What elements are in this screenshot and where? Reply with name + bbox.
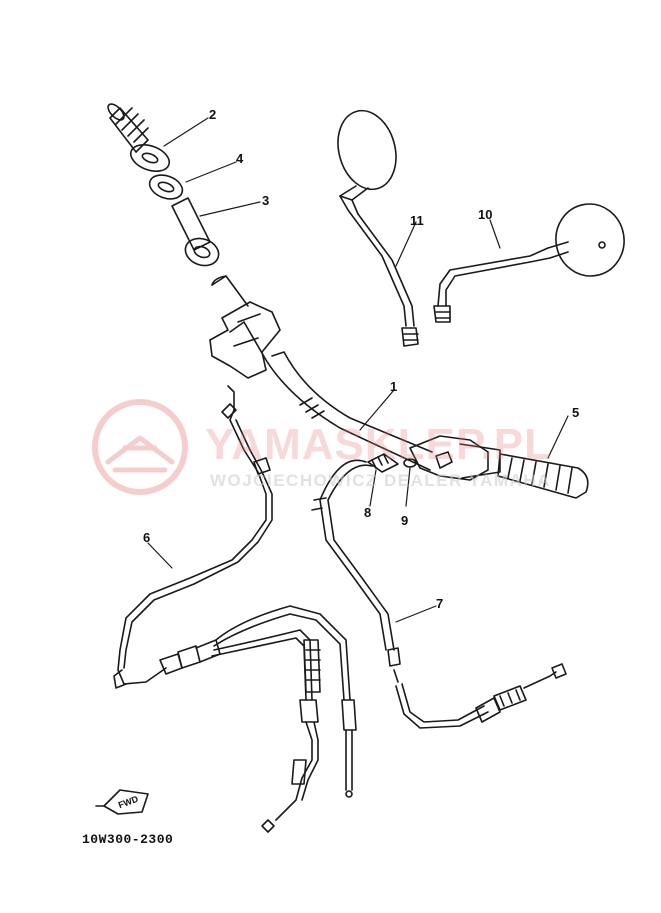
- handlebar-holder: [209, 301, 281, 379]
- fwd-arrow-icon: [95, 789, 149, 815]
- handlebar: [211, 275, 433, 471]
- mirror-right-11: [337, 109, 419, 347]
- collar-washer: [148, 174, 184, 200]
- callout-2: 2: [209, 107, 217, 122]
- callout-6: 6: [143, 530, 151, 545]
- left-grip: [107, 103, 171, 172]
- callout-11: 11: [410, 213, 424, 228]
- diagram-part-code: 10W300-2300: [82, 832, 174, 847]
- callout-8: 8: [364, 505, 372, 520]
- watermark-subtitle: WOJCIECHOWICZ DEALER YAMAHA: [210, 471, 551, 490]
- watermark-title: YAMASKLEP.PL: [205, 420, 552, 469]
- throttle-cable-6: [113, 385, 273, 689]
- callout-3: 3: [262, 193, 270, 208]
- mirror-left-10: [433, 203, 625, 323]
- callout-1: 1: [390, 379, 398, 394]
- callout-4: 4: [236, 151, 244, 166]
- nut-ring: [403, 458, 417, 468]
- watermark-logo: [92, 399, 188, 495]
- right-grip: [409, 435, 589, 499]
- cable-adjuster: [367, 453, 399, 473]
- throttle-cable-branches: [211, 605, 357, 833]
- clutch-cable-7: [311, 459, 567, 729]
- sleeve: [171, 197, 220, 267]
- callout-5: 5: [572, 405, 580, 420]
- leader-lines: [147, 117, 569, 623]
- callout-10: 10: [478, 207, 493, 222]
- callout-7: 7: [436, 596, 444, 611]
- callout-9: 9: [401, 513, 409, 528]
